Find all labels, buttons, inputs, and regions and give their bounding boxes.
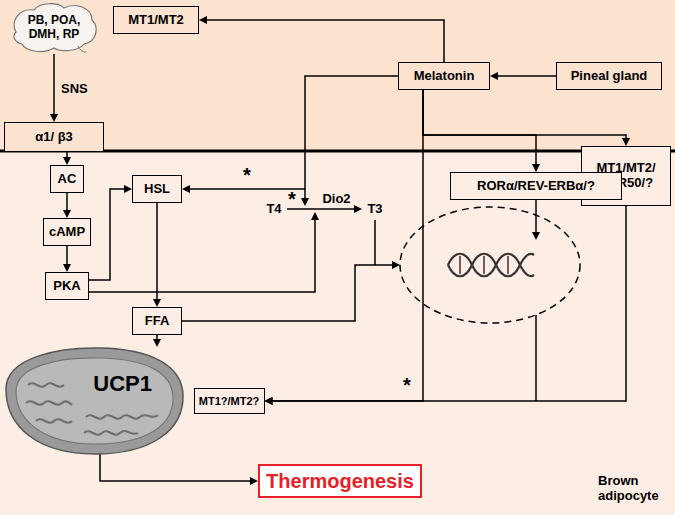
node-text: MT1?/MT2?: [199, 395, 260, 408]
significance-mark: *: [243, 164, 251, 187]
connector-line: [287, 208, 356, 210]
connector-line: [53, 54, 55, 116]
pathway-arrow: [63, 152, 71, 165]
connector-line: [423, 90, 626, 140]
node-text: T3: [367, 202, 382, 217]
arrowhead: [199, 16, 207, 24]
connector-line: [188, 76, 398, 189]
pathway-arrow: [153, 335, 161, 347]
connector-line: [66, 246, 68, 266]
edge-label: Dio2: [322, 191, 350, 206]
pathway-arrow: [287, 205, 362, 213]
hormone-text: T3: [362, 198, 388, 220]
pathway-arrow: [100, 453, 258, 485]
pathway-arrow: [89, 185, 132, 280]
node-text: UCP1: [93, 371, 152, 396]
enzyme-box: HSL: [132, 175, 182, 203]
arrowhead: [63, 157, 71, 165]
pathway-arrow: [423, 90, 630, 146]
brain-area: PB, POA, DMH, RP: [8, 2, 100, 54]
hormone-box: Melatonin: [398, 62, 490, 90]
arrowhead: [182, 185, 190, 193]
node-text: PKA: [53, 279, 80, 294]
receptor-box: RORα/REV-ERBα/?: [450, 172, 622, 200]
arrowhead: [265, 397, 273, 405]
arrowhead: [354, 205, 362, 213]
arrowhead: [532, 164, 540, 172]
messenger-box: cAMP: [43, 218, 91, 246]
arrowhead: [63, 264, 71, 272]
connector-line: [271, 90, 424, 401]
pathway-arrow: [63, 193, 71, 218]
pathway-arrow: [199, 16, 444, 62]
arrowhead: [250, 477, 258, 485]
arrowhead: [265, 397, 273, 405]
receptor-box: α1/ β3: [4, 122, 104, 152]
mitochondrion: UCP1: [0, 345, 186, 457]
arrowhead: [622, 138, 630, 146]
arrowhead: [50, 114, 58, 122]
node-text: AC: [58, 172, 77, 187]
output-box: Thermogenesis: [258, 464, 422, 498]
pathway-arrow: [423, 90, 540, 172]
connector-line: [100, 453, 252, 481]
connector-line: [271, 206, 627, 401]
pathway-arrow: [50, 54, 58, 122]
node-text: cAMP: [49, 225, 85, 240]
pathway-arrow: [153, 203, 161, 307]
connector-line: [423, 90, 536, 166]
receptor-box: MT1/MT2: [113, 6, 199, 34]
node-text: Melatonin: [414, 69, 475, 84]
pathway-arrow: [265, 90, 424, 405]
cell-label: Brown adipocyte: [598, 474, 670, 504]
node-text: T4: [266, 202, 281, 217]
enzyme-box: AC: [50, 165, 84, 193]
arrowhead: [124, 185, 132, 193]
connector-line: [89, 189, 126, 280]
connector-line: [496, 75, 556, 77]
pathway-arrow: [490, 72, 556, 80]
arrowhead: [63, 210, 71, 218]
organ-box: Pineal gland: [556, 62, 662, 90]
significance-mark: *: [288, 188, 296, 211]
node-text: α1/ β3: [35, 130, 73, 145]
significance-mark: *: [403, 374, 411, 397]
enzyme-box: PKA: [45, 272, 89, 300]
node-text: PB, POA, DMH, RP: [22, 14, 86, 42]
mitochondrion-illustration: [0, 345, 186, 457]
node-text: HSL: [144, 182, 170, 197]
receptor-box: MT1?/MT2?: [194, 388, 265, 414]
nucleus-outline: [400, 207, 580, 323]
node-text: Pineal gland: [571, 69, 648, 84]
node-text: Thermogenesis: [266, 470, 414, 493]
connector-line: [66, 193, 68, 212]
dna-helix: [448, 254, 534, 277]
pathway-arrow: [63, 246, 71, 272]
hormone-text: T4: [261, 198, 287, 220]
edge-label: SNS: [61, 81, 88, 96]
metabolite-box: FFA: [132, 307, 182, 335]
arrowhead: [153, 339, 161, 347]
connector-line: [156, 203, 158, 301]
node-text: RORα/REV-ERBα/?: [477, 179, 595, 194]
connector-line: [205, 20, 444, 62]
arrowhead: [490, 72, 498, 80]
pathway-arrow: [265, 206, 627, 405]
node-text: MT1/MT2: [128, 13, 184, 28]
pathway-arrow: [182, 76, 398, 193]
node-text: FFA: [145, 314, 170, 329]
arrowhead: [153, 299, 161, 307]
